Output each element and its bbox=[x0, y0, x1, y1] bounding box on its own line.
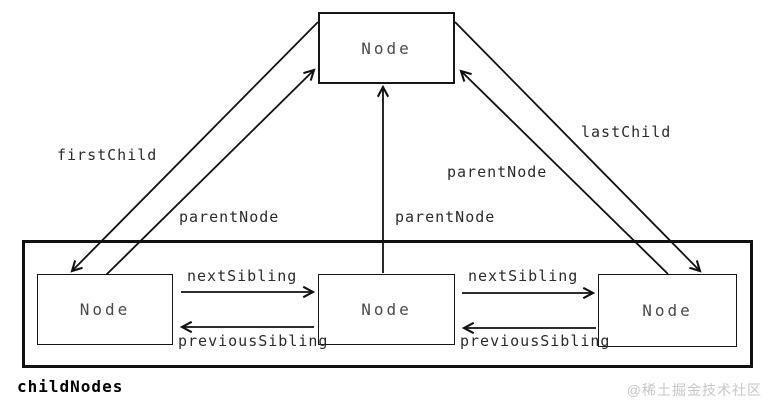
node-box-child-middle: Node bbox=[318, 274, 455, 345]
child-nodes-container bbox=[22, 240, 753, 368]
last-child-arrow bbox=[454, 21, 700, 271]
node-label: Node bbox=[361, 300, 412, 319]
first-child-arrow bbox=[72, 21, 319, 271]
node-box-child-first: Node bbox=[37, 274, 173, 345]
child-nodes-label: childNodes bbox=[17, 377, 124, 396]
node-label: Node bbox=[642, 301, 693, 320]
first-child-label: firstChild bbox=[57, 146, 158, 164]
parent-node-label-left: parentNode bbox=[179, 208, 280, 226]
watermark-text: @稀土掘金技术社区 bbox=[626, 382, 762, 398]
node-box-child-last: Node bbox=[598, 274, 737, 347]
node-box-parent: Node bbox=[318, 12, 455, 84]
last-child-label: lastChild bbox=[581, 123, 672, 141]
previous-sibling-label-right: previousSibling bbox=[460, 332, 611, 350]
parent-node-label-right: parentNode bbox=[447, 163, 548, 181]
previous-sibling-label-left: previousSibling bbox=[178, 332, 329, 350]
next-sibling-label-left: nextSibling bbox=[187, 267, 298, 285]
parent-node-label-middle: parentNode bbox=[395, 208, 496, 226]
next-sibling-label-right: nextSibling bbox=[468, 267, 579, 285]
node-label: Node bbox=[361, 38, 412, 58]
node-label: Node bbox=[79, 300, 131, 319]
